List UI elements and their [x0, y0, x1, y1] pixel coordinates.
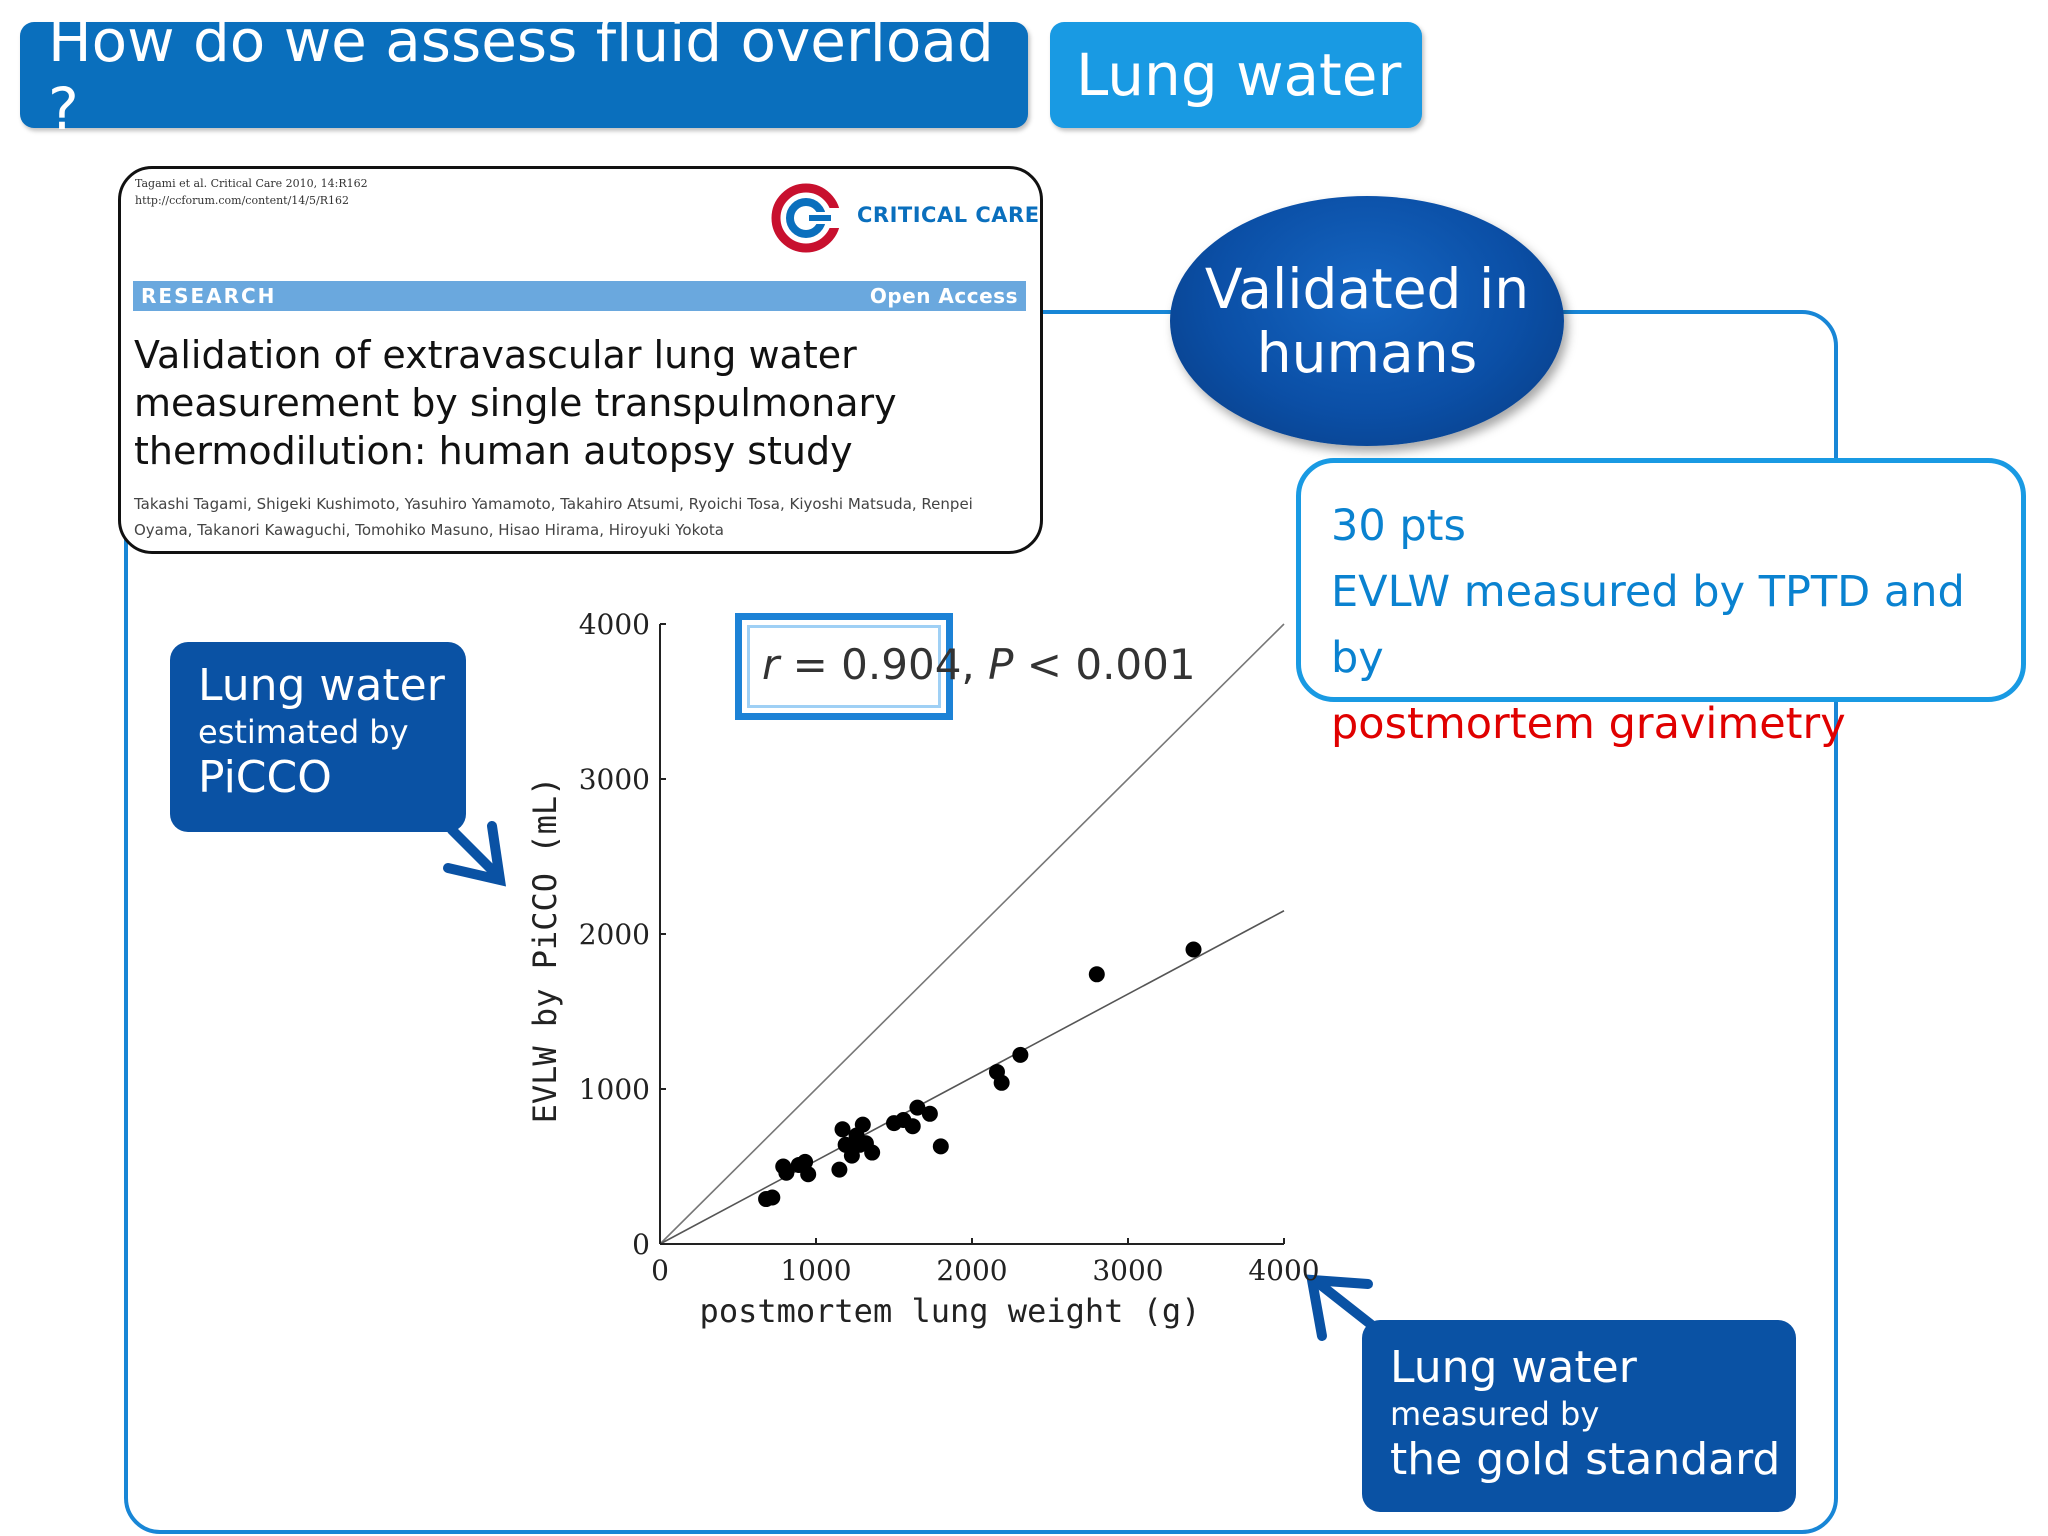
- scatter-chart: 0 1000 2000 3000 4000 0 1000 2000 3000 4000 postm…: [526, 608, 1320, 1330]
- p-symbol: P: [988, 640, 1014, 689]
- info-line-3: postmortem gravimetry: [1331, 699, 1846, 749]
- y-tick-label: 1000: [579, 1073, 650, 1106]
- section-tag: Lung water: [1050, 22, 1422, 128]
- info-line-2: EVLW measured by TPTD and by: [1331, 567, 1965, 683]
- data-point: [834, 1121, 851, 1138]
- x-tick-label: 4000: [1248, 1254, 1319, 1287]
- data-point: [864, 1144, 881, 1161]
- identity-line: [659, 623, 1285, 1245]
- y-tick-label: 2000: [579, 918, 650, 951]
- data-point: [909, 1099, 926, 1116]
- study-info-box: 30 pts EVLW measured by TPTD and by post…: [1296, 458, 2026, 749]
- p-value: < 0.001: [1013, 640, 1196, 689]
- data-point: [831, 1161, 848, 1178]
- x-axis-label: postmortem lung weight (g): [700, 1292, 1201, 1330]
- citation-line-1: Tagami et al. Critical Care 2010, 14:R16…: [135, 177, 368, 190]
- r-symbol: r: [762, 640, 780, 689]
- callout-picco-line-3: PiCCO: [198, 752, 332, 803]
- x-tick-label: 0: [651, 1254, 669, 1287]
- paper-title: Validation of extravascular lung water m…: [134, 333, 897, 473]
- x-tick-label: 3000: [1092, 1254, 1163, 1287]
- page-title: How do we assess fluid overload ?: [20, 7, 1028, 143]
- data-point: [1012, 1046, 1029, 1063]
- paper-section-band: RESEARCH Open Access: [133, 281, 1026, 311]
- correlation-highlight-box: [735, 613, 953, 720]
- data-point: [797, 1153, 814, 1170]
- callout-gold-line-1: Lung water: [1390, 1342, 1637, 1393]
- info-line-1: 30 pts: [1331, 501, 1466, 551]
- citation-line-2: http://ccforum.com/content/14/5/R162: [135, 194, 349, 207]
- regression-line: [659, 910, 1285, 1245]
- data-point: [800, 1166, 817, 1183]
- data-point: [932, 1138, 949, 1155]
- callout-picco: Lung water estimated by PiCCO: [170, 642, 466, 832]
- data-point: [921, 1105, 938, 1122]
- callout-picco-line-2: estimated by: [198, 713, 409, 751]
- correlation-stat: r = 0.904, P < 0.001: [762, 640, 1196, 689]
- data-point: [904, 1118, 921, 1135]
- journal-name: CRITICAL CARE: [857, 203, 1040, 227]
- journal-logo-icon: [771, 183, 841, 253]
- paper-excerpt: Tagami et al. Critical Care 2010, 14:R16…: [118, 166, 1043, 554]
- validated-badge: Validated in humans: [1170, 196, 1564, 446]
- data-point: [764, 1189, 781, 1206]
- section-label: RESEARCH: [141, 284, 277, 308]
- badge-line-1: Validated in: [1204, 257, 1530, 321]
- callout-gold-line-2: measured by: [1390, 1395, 1600, 1433]
- x-tick-label: 1000: [780, 1254, 851, 1287]
- callout-gold-standard: Lung water measured by the gold standard: [1362, 1320, 1796, 1512]
- data-point: [1088, 966, 1105, 983]
- y-tick-label: 3000: [579, 763, 650, 796]
- y-tick-label: 4000: [579, 608, 650, 641]
- data-point: [993, 1074, 1010, 1091]
- paper-authors: Takashi Tagami, Shigeki Kushimoto, Yasuh…: [134, 495, 973, 539]
- paper-citation: Tagami et al. Critical Care 2010, 14:R16…: [135, 175, 368, 209]
- data-point: [854, 1116, 871, 1133]
- data-point: [1185, 941, 1202, 958]
- badge-line-2: humans: [1256, 321, 1478, 385]
- access-label: Open Access: [869, 284, 1018, 308]
- data-point: [778, 1164, 795, 1181]
- y-axis-label: EVLW by PiCCO (mL): [526, 777, 564, 1124]
- callout-gold-line-3: the gold standard: [1390, 1434, 1781, 1485]
- r-value: = 0.904,: [779, 640, 975, 689]
- x-tick-label: 2000: [936, 1254, 1007, 1287]
- callout-picco-line-1: Lung water: [198, 660, 445, 711]
- y-tick-label: 0: [632, 1228, 650, 1261]
